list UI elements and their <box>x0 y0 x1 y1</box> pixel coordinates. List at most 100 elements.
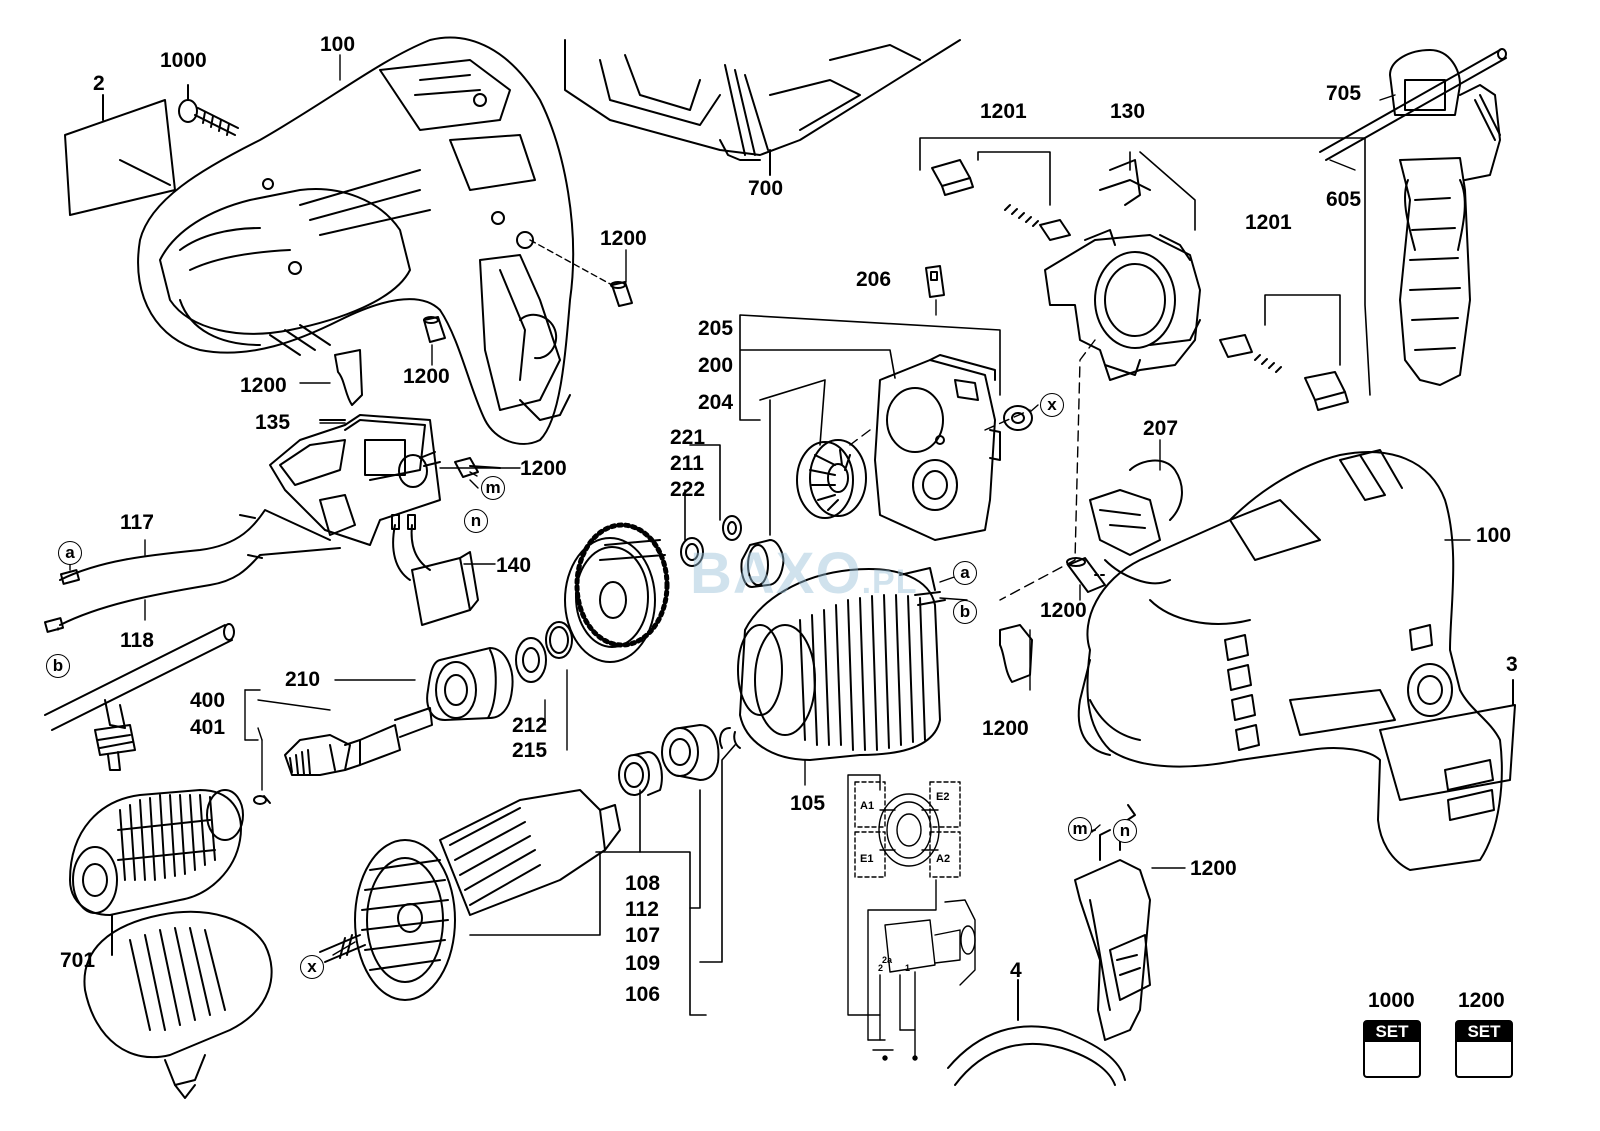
marker-a-right: a <box>953 561 977 585</box>
housing-left-half <box>137 36 575 445</box>
part-label-105: 105 <box>790 792 826 815</box>
keyed-chuck-701 <box>69 789 244 956</box>
part-label-221: 221 <box>670 426 706 449</box>
part-label-100-top: 100 <box>320 33 356 56</box>
part-label-4: 4 <box>1010 959 1022 982</box>
bracket-lines <box>684 137 1371 541</box>
bearing-plate-200 <box>874 354 1001 541</box>
field-stator-105 <box>737 567 946 761</box>
part-label-206: 206 <box>856 268 892 291</box>
marker-n-cord: n <box>1113 819 1137 843</box>
housing-right-half <box>1077 449 1503 871</box>
part-label-1200-f: 1200 <box>982 717 1029 740</box>
clip-206 <box>925 265 945 298</box>
watermark: BAXO.PL <box>690 540 917 607</box>
bracket-armature-group <box>469 744 736 1016</box>
marker-x-fan: x <box>1040 393 1064 417</box>
part-label-1200-d: 1200 <box>520 457 567 480</box>
part-label-1200-e: 1200 <box>1040 599 1087 622</box>
spindle-400 <box>253 707 433 805</box>
part-label-204: 204 <box>698 391 734 414</box>
part-label-1200-g: 1200 <box>1190 857 1237 880</box>
part-label-705: 705 <box>1326 82 1362 105</box>
fan-204 <box>796 439 867 519</box>
schematic-pin-2: 2 <box>878 963 884 973</box>
set-box-1200: SET <box>1455 1020 1513 1078</box>
part-label-1201-top: 1201 <box>980 100 1027 123</box>
screw-1000 <box>178 84 239 136</box>
marker-b-right: b <box>953 600 977 624</box>
part-label-118: 118 <box>120 629 154 652</box>
wire-117 <box>59 509 331 585</box>
part-label-1000: 1000 <box>160 49 207 72</box>
pin-1200-b <box>423 316 446 343</box>
set-label-1200: 1200 <box>1458 989 1505 1012</box>
strain-relief-1200 <box>1074 804 1151 1041</box>
part-label-100-right: 100 <box>1476 524 1512 547</box>
schematic-terminal-e2: E2 <box>936 791 950 803</box>
watermark-text: BAXO <box>690 541 862 606</box>
washer-221 <box>722 515 742 541</box>
part-label-135: 135 <box>255 411 291 434</box>
part-label-3: 3 <box>1506 653 1518 676</box>
capacitor-140 <box>391 514 479 626</box>
bearing-sleeve-112 <box>661 724 720 781</box>
clip-1200-f <box>999 624 1033 683</box>
bearing-108 <box>618 751 663 796</box>
bearing-210 <box>426 647 514 721</box>
marker-m-cord: m <box>1068 817 1092 841</box>
part-label-605: 605 <box>1326 188 1362 211</box>
part-label-106: 106 <box>625 983 661 1006</box>
switch-135 <box>269 414 501 546</box>
part-label-212: 212 <box>512 714 548 737</box>
part-label-401: 401 <box>190 716 226 739</box>
depth-rod-605 <box>1319 48 1507 161</box>
part-label-400: 400 <box>190 689 226 712</box>
pin-1200-e <box>1066 557 1106 593</box>
marker-x-armature: x <box>300 955 324 979</box>
schematic-terminal-a1: A1 <box>860 800 875 812</box>
gear-211 <box>564 522 670 663</box>
part-label-2: 2 <box>93 72 105 95</box>
ring-222 <box>680 537 704 567</box>
part-label-222: 222 <box>670 478 706 501</box>
part-label-701: 701 <box>60 949 96 972</box>
side-handle-705 <box>1389 49 1501 386</box>
schematic-pin-1: 1 <box>905 963 911 973</box>
chuck-key <box>44 623 235 771</box>
carbon-brush-right <box>1219 334 1349 411</box>
part-label-205: 205 <box>698 317 734 340</box>
keyless-chuck <box>83 910 273 1099</box>
set-label-1000: 1000 <box>1368 989 1415 1012</box>
wire-118 <box>43 547 341 633</box>
power-cord-4 <box>947 979 1126 1086</box>
brush-holder-130 <box>1044 159 1201 381</box>
carbon-brush-top <box>931 159 1071 241</box>
marker-b-left: b <box>46 654 70 678</box>
part-label-1200-c: 1200 <box>240 374 287 397</box>
part-label-108: 108 <box>625 872 661 895</box>
washer-212 <box>515 637 547 683</box>
switch-cover-207 <box>1089 459 1183 556</box>
circlip-215 <box>545 621 573 659</box>
part-label-130: 130 <box>1110 100 1146 123</box>
part-label-210: 210 <box>285 668 321 691</box>
schematic-pin-2a: 2a <box>882 955 893 965</box>
label-sticker-2 <box>64 94 176 216</box>
part-label-700: 700 <box>748 177 784 200</box>
part-label-1200-a: 1200 <box>600 227 647 250</box>
part-label-211: 211 <box>670 452 704 475</box>
housing-cover-700 <box>564 39 961 176</box>
watermark-suffix: .PL <box>861 563 918 601</box>
part-label-117: 117 <box>120 511 154 534</box>
part-label-112: 112 <box>625 898 659 921</box>
set-box-header: SET <box>1365 1022 1419 1042</box>
pin-1200-a <box>529 239 633 307</box>
set-box-header: SET <box>1457 1022 1511 1042</box>
part-label-215: 215 <box>512 739 548 762</box>
marker-m-switch: m <box>481 476 505 500</box>
circlip-109 <box>719 727 741 749</box>
part-label-207: 207 <box>1143 417 1179 440</box>
assembly-axis <box>849 339 1096 601</box>
